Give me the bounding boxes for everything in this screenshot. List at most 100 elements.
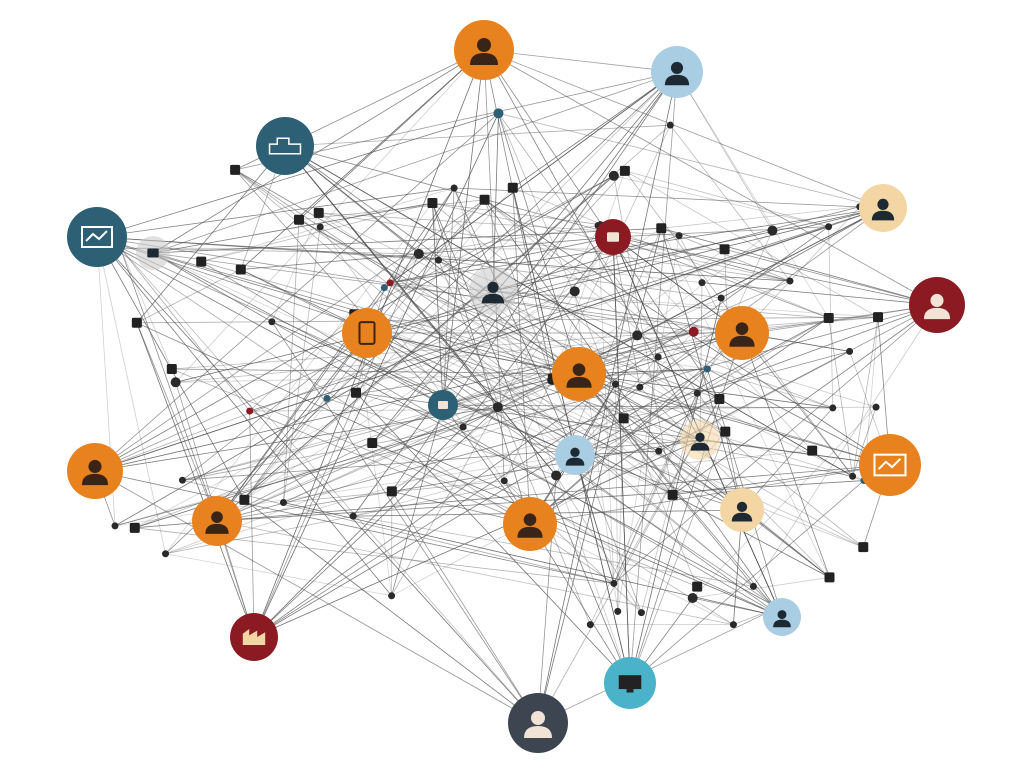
device-icon: [719, 244, 730, 255]
edge: [498, 113, 580, 375]
edge: [372, 442, 783, 618]
edge: [120, 247, 250, 412]
edge: [613, 304, 938, 584]
small-node: [349, 512, 357, 520]
edge: [283, 280, 791, 503]
edge: [283, 379, 553, 503]
edge: [94, 406, 498, 472]
edge: [201, 202, 433, 263]
edge: [244, 332, 368, 501]
edge: [216, 351, 850, 522]
small-node: [632, 330, 643, 341]
small-node: [500, 477, 508, 485]
hub-node: [909, 277, 965, 333]
person-icon: [81, 459, 109, 486]
device-icon: [427, 198, 438, 209]
device-icon: [479, 194, 490, 205]
edge: [371, 71, 678, 444]
edge: [318, 212, 791, 282]
edge: [438, 259, 722, 299]
edge: [326, 397, 557, 476]
edge: [96, 112, 499, 238]
edge: [497, 406, 864, 548]
small-node: [492, 402, 503, 413]
small-node: [612, 380, 620, 388]
edge: [94, 226, 829, 472]
edge: [484, 199, 891, 466]
edge: [629, 431, 726, 684]
small-node: [654, 353, 662, 361]
edge: [249, 313, 355, 412]
edge: [366, 332, 830, 578]
edge: [438, 259, 830, 578]
small-node: [637, 609, 645, 617]
edge: [152, 71, 678, 254]
edge: [253, 439, 701, 638]
edge: [353, 314, 392, 596]
edge: [326, 207, 884, 399]
small-node: [703, 365, 711, 373]
edge: [284, 124, 671, 147]
small-node: [316, 223, 324, 231]
small-node: [323, 394, 331, 402]
device-icon: [313, 207, 324, 218]
device-icon: [824, 572, 835, 583]
edge: [94, 290, 575, 472]
edge: [707, 368, 833, 409]
small-node: [688, 326, 699, 337]
edge: [253, 113, 499, 638]
device-icon: [807, 445, 818, 456]
small-node: [493, 108, 504, 119]
edge: [753, 304, 938, 587]
device-icon: [823, 313, 834, 324]
edge: [355, 392, 576, 456]
edge: [442, 404, 833, 409]
edge: [617, 235, 680, 612]
edge: [283, 226, 321, 503]
hub-node: [67, 443, 123, 499]
edge: [298, 199, 485, 221]
small-node: [178, 476, 186, 484]
edge: [96, 236, 166, 554]
small-node: [687, 592, 698, 603]
edge: [672, 304, 938, 496]
device-icon: [386, 486, 397, 497]
edge: [484, 199, 642, 613]
edge: [442, 187, 455, 406]
edge: [615, 384, 619, 612]
edge: [391, 351, 850, 597]
edge: [389, 199, 485, 284]
edge: [707, 368, 891, 466]
person-icon: [664, 61, 690, 86]
edge: [552, 170, 626, 379]
edge: [498, 112, 884, 209]
edge: [391, 491, 539, 724]
edge: [354, 175, 615, 315]
edge: [512, 187, 829, 319]
sofa-icon: [268, 137, 302, 155]
edge: [253, 253, 420, 638]
edge: [216, 175, 615, 522]
hub-node: [680, 420, 720, 460]
device-icon: [351, 387, 362, 398]
edge: [216, 439, 701, 522]
folder-icon: [147, 248, 159, 258]
edge: [537, 71, 678, 724]
chart-icon: [873, 453, 907, 477]
person-icon: [481, 281, 505, 304]
edge: [639, 386, 830, 578]
edge: [318, 212, 554, 380]
device-icon: [873, 312, 884, 323]
edge: [216, 520, 734, 626]
hub-node: [454, 20, 514, 80]
edge: [597, 225, 615, 584]
edge: [612, 226, 829, 238]
edge: [432, 203, 439, 261]
edge: [354, 313, 708, 370]
edge: [453, 187, 576, 456]
edge: [114, 454, 576, 527]
edge: [670, 124, 791, 282]
edge: [165, 553, 392, 597]
edge: [136, 322, 255, 638]
